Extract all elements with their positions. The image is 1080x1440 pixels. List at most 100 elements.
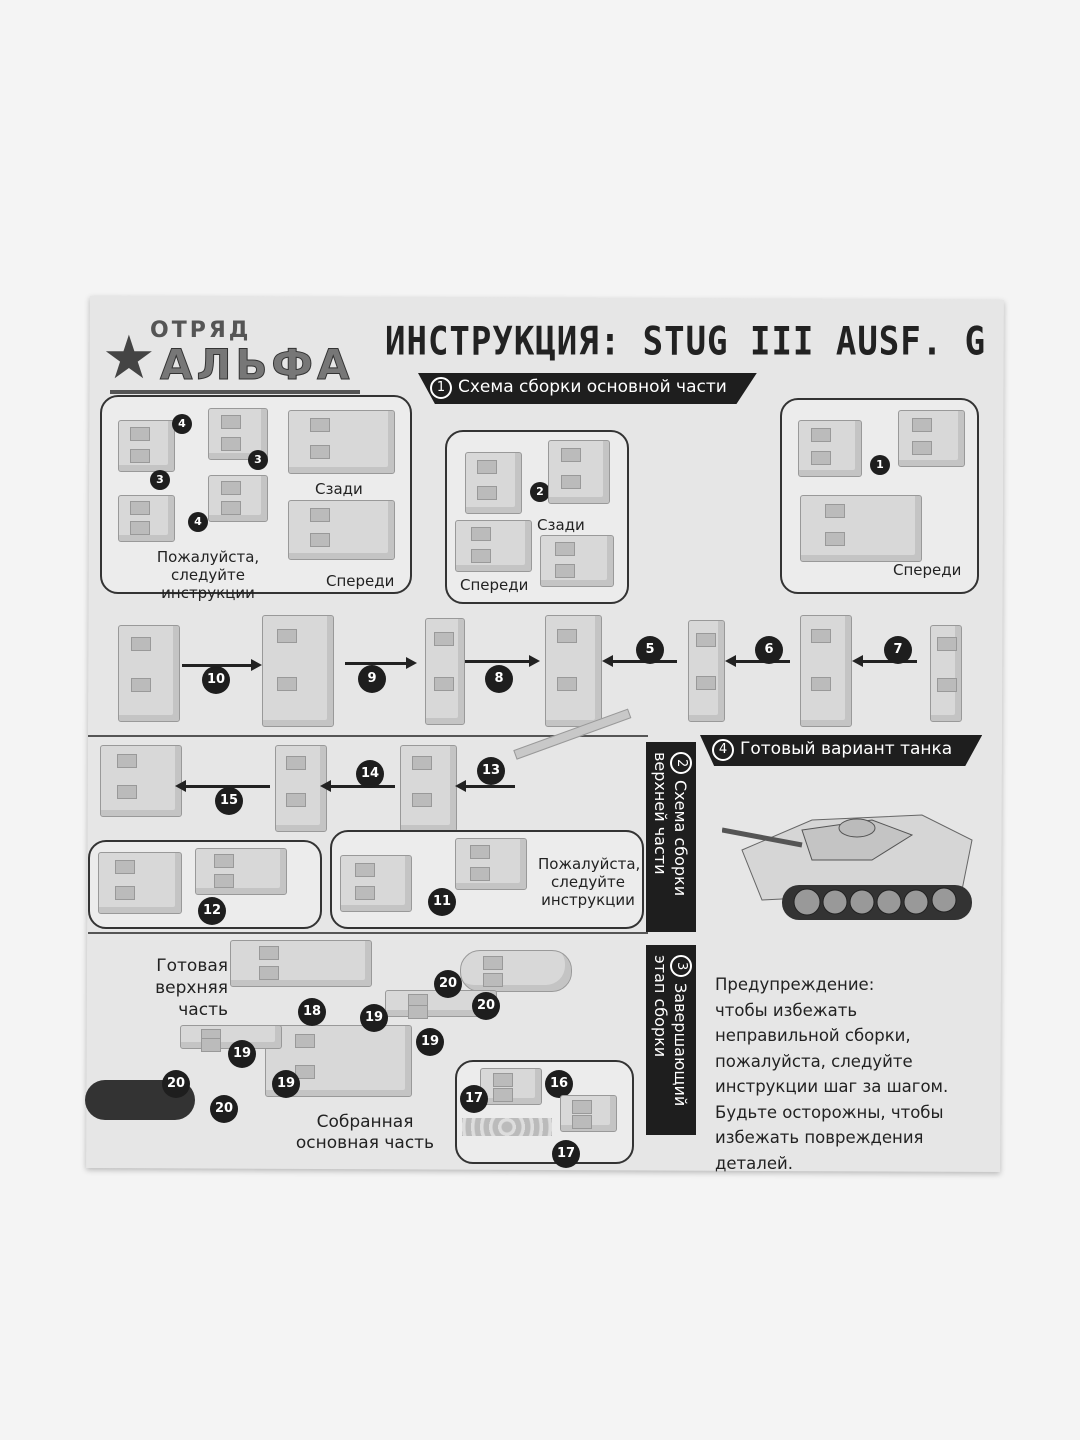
part-upper-assembled	[230, 940, 372, 987]
section-title: Схема сборки основной части	[458, 377, 727, 397]
part	[560, 1095, 617, 1132]
section-title: Готовый вариант танка	[740, 739, 953, 759]
step-badge: 14	[356, 760, 384, 788]
label-back: Сзади	[537, 516, 585, 534]
step-badge: 13	[477, 757, 505, 785]
step-badge: 11	[428, 888, 456, 916]
label-front: Спереди	[460, 576, 529, 594]
part-hull-block	[425, 618, 465, 725]
warning-line: пожалуйста, следуйте	[715, 1051, 913, 1071]
warning-line: Предупреждение:	[715, 975, 875, 994]
step-badge: 19	[360, 1004, 388, 1032]
part-hull-block	[800, 615, 852, 727]
part	[480, 1068, 542, 1105]
part-deck	[100, 745, 182, 817]
arrow-right	[182, 659, 262, 671]
finished-tank-illustration	[722, 814, 973, 920]
arrow-left	[175, 780, 270, 792]
step-badge: 18	[298, 998, 326, 1026]
logo-underline	[110, 390, 360, 394]
part	[548, 440, 610, 504]
part-axle	[180, 1025, 282, 1053]
step-badge: 19	[416, 1028, 444, 1056]
note-follow-instructions: Пожалуйста, следуйте инструкции	[538, 855, 641, 909]
section-number: 4	[712, 739, 734, 761]
part-front-plate	[118, 625, 180, 722]
road-wheels	[462, 1118, 552, 1136]
step-badge: 1	[870, 455, 890, 475]
step-badge: 17	[460, 1085, 488, 1113]
part	[798, 420, 862, 477]
arrow-left	[455, 780, 515, 792]
part-hull-block	[545, 615, 602, 727]
step-badge: 15	[215, 787, 243, 815]
part	[208, 475, 268, 522]
part-assembled	[800, 495, 922, 562]
arrow-right	[465, 655, 540, 667]
part-casemate	[400, 745, 457, 832]
section-title: Схема сборки верхней части	[651, 752, 690, 897]
label-main-part: Собранная основная часть	[295, 1112, 435, 1153]
part	[540, 535, 614, 587]
brand-logo: ★ ОТРЯД АЛЬФА	[100, 318, 360, 398]
step-badge: 4	[188, 512, 208, 532]
section-number: 1	[430, 377, 452, 399]
part	[98, 852, 182, 914]
step-badge: 19	[272, 1070, 300, 1098]
part-rear-plate	[930, 625, 962, 722]
warning-text: Предупреждение: чтобы избежать неправиль…	[715, 972, 948, 1176]
label-upper-part: Готовая верхняя часть	[155, 956, 228, 1020]
step-badge: 6	[755, 636, 783, 664]
label-back: Сзади	[315, 480, 363, 498]
step-badge: 20	[472, 992, 500, 1020]
step-badge: 20	[162, 1070, 190, 1098]
warning-line: неправильной сборки,	[715, 1026, 911, 1045]
label-front: Спереди	[326, 572, 395, 590]
section1-banner: 1 Схема сборки основной части	[418, 373, 757, 404]
part	[118, 420, 175, 472]
step-badge: 3	[150, 470, 170, 490]
step-badge: 9	[358, 665, 386, 693]
part	[118, 495, 175, 542]
step-badge: 19	[228, 1040, 256, 1068]
step-badge: 3	[248, 450, 268, 470]
warning-line: деталей.	[715, 1153, 793, 1173]
logo-line2: АЛЬФА	[160, 340, 354, 390]
section3-banner: 3Завершающий этап сборки	[646, 945, 696, 1135]
part	[455, 520, 532, 572]
arrow-left	[320, 780, 395, 792]
step-badge: 17	[552, 1140, 580, 1168]
part-track-right	[460, 950, 572, 992]
arrow-right	[345, 657, 417, 669]
star-icon: ★	[102, 323, 156, 393]
part	[898, 410, 965, 467]
part-superstructure	[275, 745, 327, 832]
warning-line: чтобы избежать	[715, 1000, 858, 1020]
step-badge: 4	[172, 414, 192, 434]
section-title: Завершающий этап сборки	[651, 955, 690, 1107]
warning-line: инструкции шаг за шагом.	[715, 1077, 949, 1096]
section-number: 3	[670, 955, 692, 977]
note-follow-instructions: Пожалуйста, следуйте инструкции	[156, 548, 260, 602]
warning-line: избежать повреждения	[715, 1128, 924, 1147]
step-badge: 20	[210, 1095, 238, 1123]
section2-banner: 2Схема сборки верхней части	[646, 742, 696, 932]
step-badge: 20	[434, 970, 462, 998]
divider	[88, 735, 648, 737]
step-badge: 2	[530, 482, 550, 502]
part	[455, 838, 527, 890]
step-badge: 16	[545, 1070, 573, 1098]
part	[195, 848, 287, 895]
part	[340, 855, 412, 912]
label-front: Спереди	[893, 561, 962, 579]
part-assembled-back	[288, 410, 395, 474]
step-badge: 7	[884, 636, 912, 664]
part-rear-plate	[688, 620, 725, 722]
step-badge: 8	[485, 665, 513, 693]
logo-line1: ОТРЯД	[150, 318, 252, 343]
warning-line: Будьте осторожны, чтобы	[715, 1102, 944, 1122]
part	[465, 452, 522, 514]
step-badge: 5	[636, 636, 664, 664]
divider	[88, 932, 648, 934]
page-title: ИНСТРУКЦИЯ: STUG III AUSF. G	[385, 319, 987, 365]
